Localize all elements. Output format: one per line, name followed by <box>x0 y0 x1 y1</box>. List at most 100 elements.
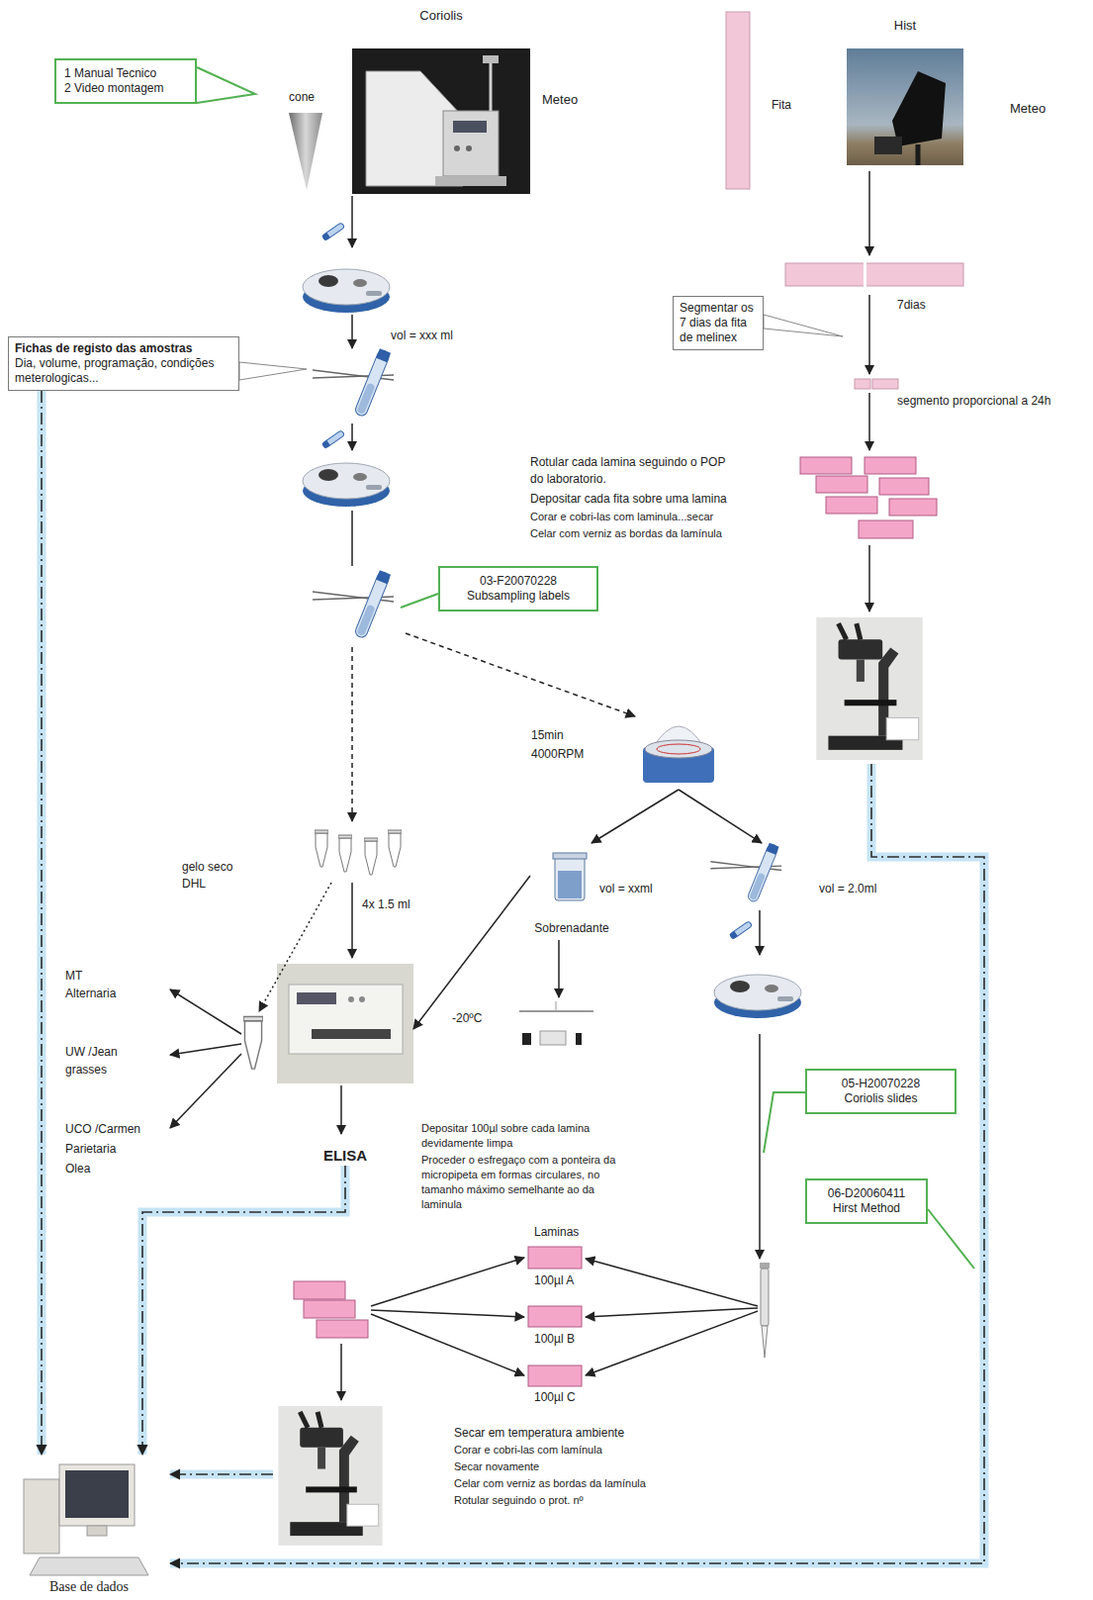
lab-equipment <box>338 834 353 872</box>
reference-callout: 03-F20070228Subsampling labels <box>438 565 599 612</box>
coriolis-photo <box>443 110 499 177</box>
slide <box>528 1246 582 1269</box>
hirst-photo <box>892 71 946 147</box>
coriolis-photo <box>352 48 531 194</box>
annotation-label: 100µl A <box>534 1272 574 1289</box>
flow-arrow <box>585 1258 758 1306</box>
annotation-label: vol = xxml <box>599 880 653 898</box>
lab-equipment <box>312 348 394 417</box>
annotation-label: Corar e cobri-las com laminula...secar <box>530 508 714 526</box>
coriolis-photo <box>489 61 493 111</box>
sampling-cone <box>288 112 323 190</box>
hirst-photo <box>846 48 964 166</box>
instrument-photo: Coriolis <box>352 7 531 194</box>
annotation-label: Corar e cobri-las com lamínula <box>454 1441 603 1458</box>
coriolis-photo <box>453 120 487 133</box>
lab-equipment <box>364 837 378 875</box>
lab-equipment <box>302 462 390 507</box>
flow-arrow <box>170 1053 242 1128</box>
annotation-label: 7dias <box>897 296 926 314</box>
hirst-photo <box>874 136 903 155</box>
tape-strip <box>863 260 867 289</box>
annotation-label: -20ºC <box>452 1009 482 1027</box>
database-computer: Base de dados <box>14 1454 164 1597</box>
freezer-rack <box>522 1032 532 1045</box>
callout-leader <box>400 593 975 1269</box>
flow-arrow <box>351 195 354 248</box>
elisa-reader-photo <box>276 963 414 1084</box>
data-flow-line <box>170 763 985 1563</box>
reference-callout: 1 Manual Tecnico2 Video montagem <box>54 58 197 104</box>
flow-connector <box>413 875 531 1029</box>
annotation-label: Secar novamente <box>454 1457 540 1475</box>
tape-strip <box>854 378 871 389</box>
data-flow-line <box>170 1469 274 1479</box>
flow-arrow <box>585 1307 758 1317</box>
annotation-label: Secar em temperatura ambiente <box>454 1424 625 1442</box>
connector-group <box>413 875 531 1029</box>
slide <box>825 496 878 514</box>
lab-equipment <box>816 617 922 760</box>
connector-glow <box>142 1165 346 1455</box>
lab-equipment <box>387 829 402 867</box>
freezer-rack <box>519 1001 594 1045</box>
flow-arrow <box>868 294 871 374</box>
callout-leader <box>763 1092 806 1153</box>
supernatant-tube <box>557 870 582 899</box>
flow-arrow <box>868 392 871 451</box>
lab-equipment <box>321 430 345 450</box>
callout-leader <box>196 67 256 103</box>
lab-equipment <box>728 920 752 940</box>
coriolis-photo <box>465 145 472 152</box>
hirst-photo <box>846 48 964 166</box>
connector-glow <box>37 390 47 1455</box>
flow-arrow <box>868 171 871 256</box>
slide <box>889 498 937 516</box>
annotation-label: 4000RPM <box>531 745 584 763</box>
node-heading: 1 Manual Tecnico <box>64 66 187 82</box>
computer <box>87 1525 107 1536</box>
flow-arrow <box>585 1310 758 1375</box>
flow-arrow <box>340 1085 343 1134</box>
melinex-tape <box>726 11 750 189</box>
callout-tail <box>763 314 843 337</box>
node-heading: Base de dados <box>49 1578 129 1595</box>
reference-callout: 06-D20060411Hirst Method <box>805 1178 928 1224</box>
slide <box>816 475 868 493</box>
flow-arrow <box>758 910 761 955</box>
slide <box>864 456 916 474</box>
flow-arrow <box>259 882 332 1011</box>
elisa-reader-photo <box>348 996 355 1002</box>
node-heading: Segmentar os 7 dias da fita de melinex <box>679 300 757 346</box>
computer <box>23 1478 60 1553</box>
pipette <box>759 1262 770 1358</box>
node-heading: Hist <box>894 17 916 34</box>
annotation-label: vol = xxx ml <box>390 327 454 345</box>
note-box: Segmentar os 7 dias da fita de melinex <box>672 295 764 351</box>
node-heading: ELISA <box>323 1147 367 1164</box>
node-text: Subsampling labels <box>448 588 589 604</box>
pipette <box>760 1268 769 1326</box>
annotation-label: Laminas <box>534 1223 579 1241</box>
slide <box>316 1319 368 1338</box>
pipette <box>761 1325 768 1358</box>
computer <box>65 1469 129 1518</box>
elisa-reader-photo <box>359 996 365 1002</box>
slide <box>293 1280 346 1299</box>
centrifuge <box>642 726 715 783</box>
node-text: 2 Video montagem <box>64 81 187 96</box>
lab-equipment <box>243 222 923 1546</box>
elisa-reader-photo <box>296 992 337 1004</box>
coriolis-photo <box>482 55 499 64</box>
annotation-label: Celar com verniz as bordas da lamínula <box>454 1474 646 1492</box>
annotation-label: Proceder o esfregaço com a ponteira da m… <box>421 1152 635 1212</box>
callout-leader <box>400 593 439 608</box>
callout-leader <box>927 1208 975 1269</box>
tape-strip <box>785 260 964 389</box>
flow-arrow <box>351 510 354 566</box>
node-text: Hirst Method <box>815 1200 918 1216</box>
elisa-reader: ELISA <box>276 963 414 1166</box>
instrument-photo: Hist <box>846 17 964 166</box>
